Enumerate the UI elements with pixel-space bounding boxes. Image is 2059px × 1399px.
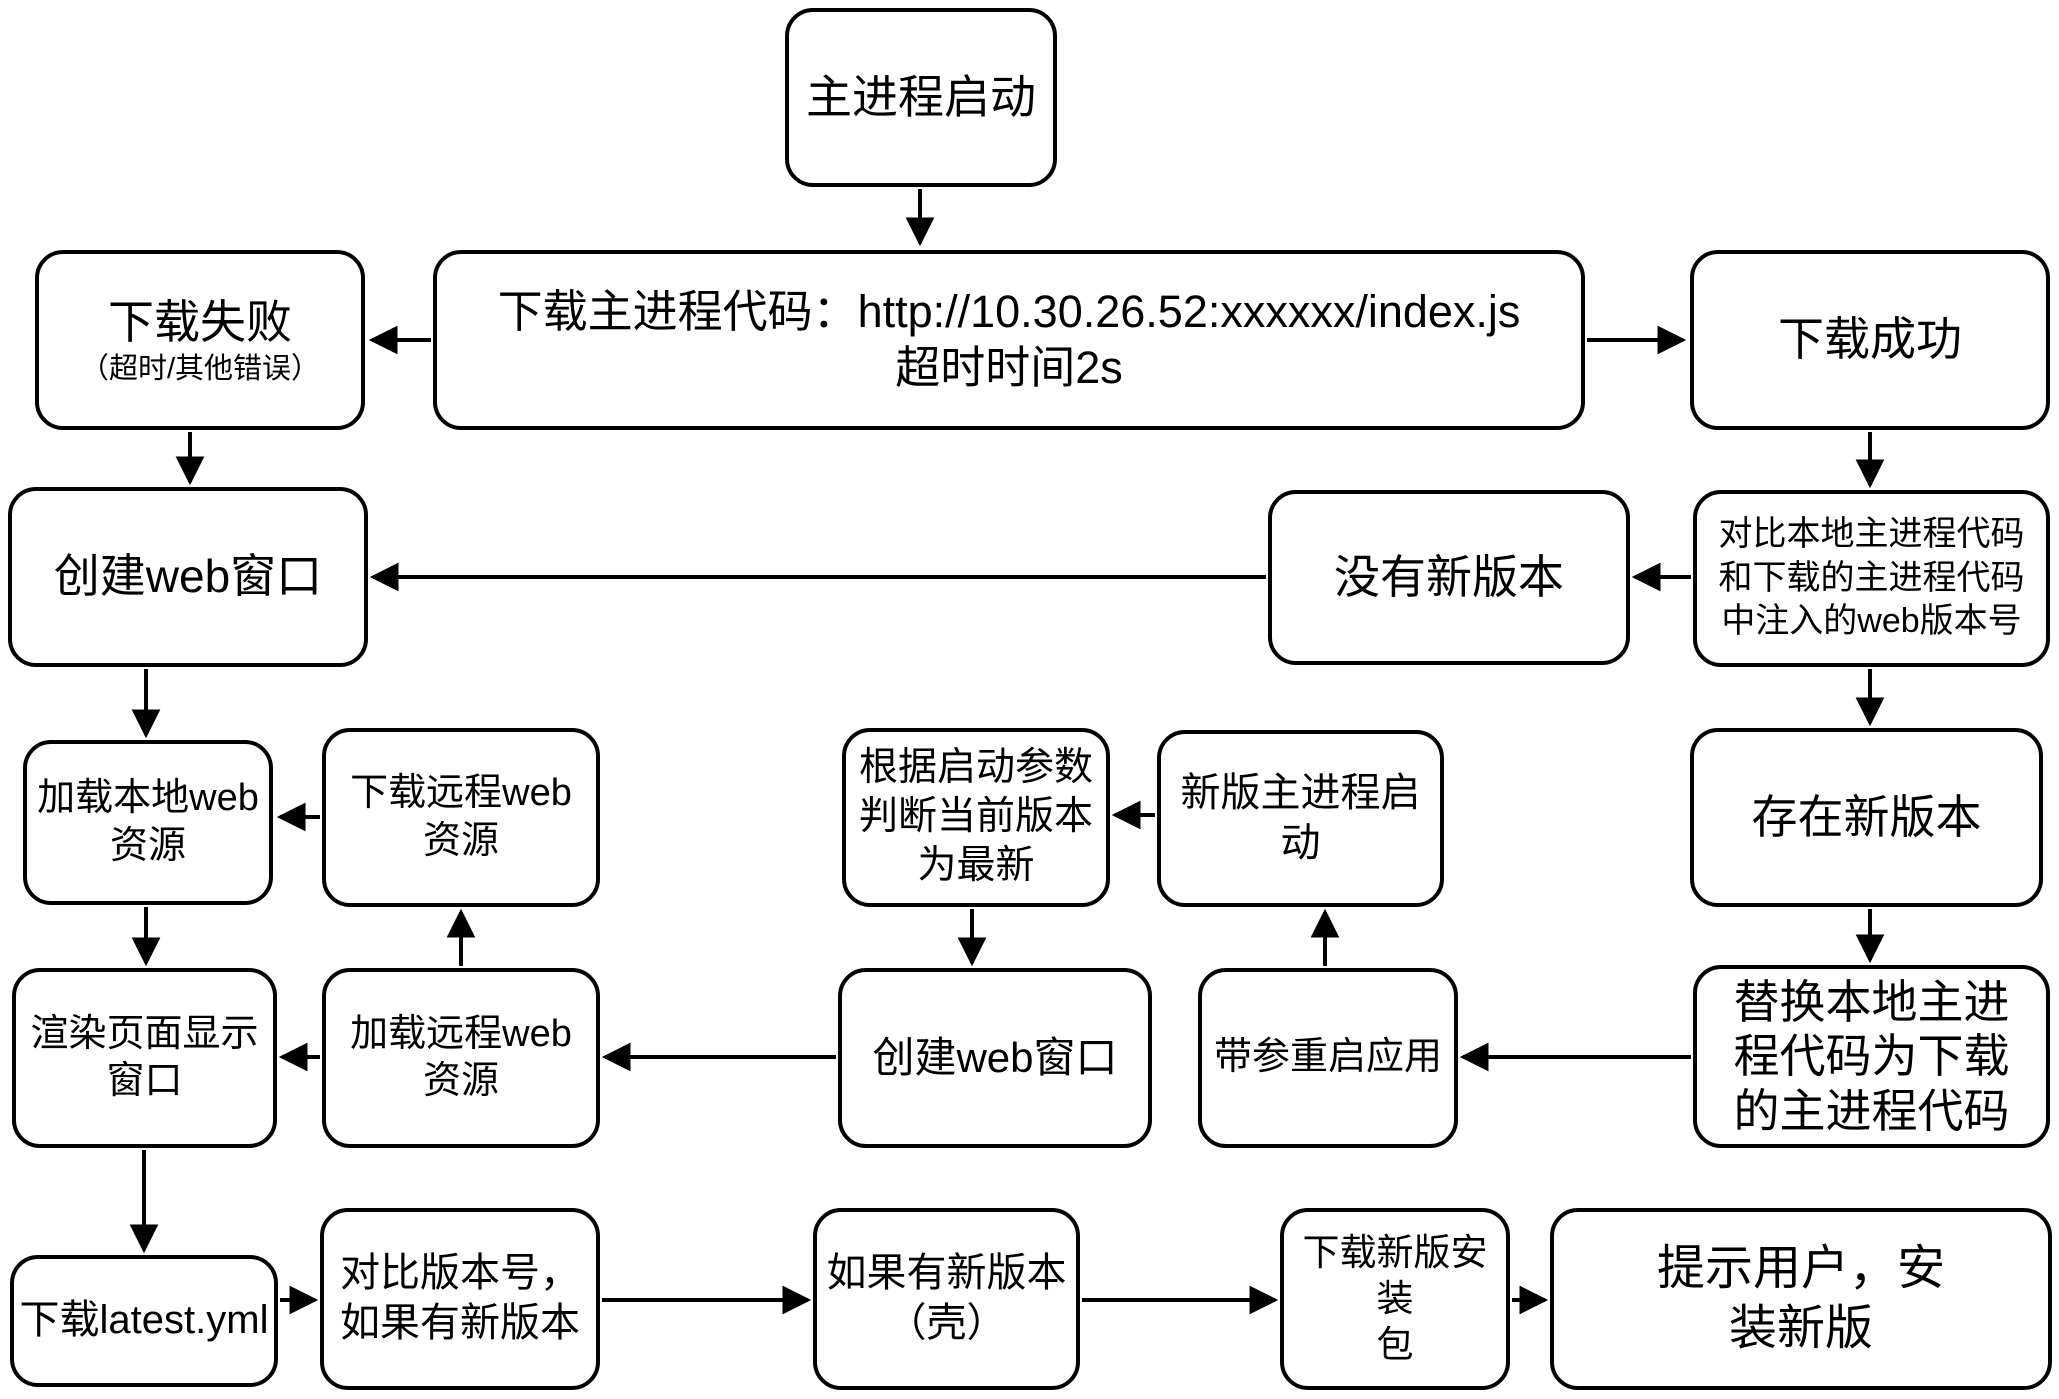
node-download-latest-yml: 下载latest.yml — [10, 1255, 278, 1387]
node-download-installer: 下载新版安装 包 — [1280, 1208, 1510, 1390]
node-load-local-web: 加载本地web 资源 — [23, 740, 273, 905]
node-create-web-window-remote: 创建web窗口 — [838, 968, 1152, 1148]
node-label: 下载失败 — [108, 295, 292, 348]
node-download-fail: 下载失败 （超时/其他错误） — [35, 250, 365, 430]
node-compare-version-number: 对比版本号， 如果有新版本 — [320, 1208, 600, 1390]
node-label: 新版主进程启 动 — [1180, 770, 1421, 865]
node-label: 根据启动参数 判断当前版本 为最新 — [858, 746, 1093, 887]
node-label: 存在新版本 — [1751, 790, 1982, 843]
node-load-remote-web: 加载远程web 资源 — [322, 968, 600, 1148]
node-judge-current-latest: 根据启动参数 判断当前版本 为最新 — [842, 728, 1110, 907]
node-main-start: 主进程启动 — [785, 8, 1057, 187]
node-new-version-exists: 存在新版本 — [1690, 728, 2043, 907]
node-no-new-version: 没有新版本 — [1268, 490, 1630, 665]
node-download-success: 下载成功 — [1690, 250, 2050, 430]
node-new-main-start: 新版主进程启 动 — [1157, 730, 1444, 907]
node-label: 渲染页面显示 窗口 — [30, 1012, 259, 1102]
node-label: 如果有新版本 （壳） — [826, 1251, 1067, 1345]
node-label: 对比本地主进程代码 和下载的主进程代码 中注入的web版本号 — [1718, 515, 2025, 641]
node-download-main-code: 下载主进程代码：http://10.30.26.52:xxxxxx/index.… — [433, 250, 1585, 430]
node-label: 下载远程web 资源 — [350, 772, 572, 862]
node-label: 提示用户，安 装新版 — [1656, 1242, 1945, 1355]
node-label: 主进程启动 — [806, 70, 1036, 123]
node-label: 下载latest.yml — [19, 1298, 269, 1343]
node-label: 没有新版本 — [1334, 550, 1564, 603]
node-label: 创建web窗口 — [872, 1033, 1118, 1081]
node-label: 创建web窗口 — [53, 550, 323, 603]
node-replace-local-code: 替换本地主进 程代码为下载 的主进程代码 — [1693, 965, 2050, 1148]
node-prompt-install: 提示用户，安 装新版 — [1550, 1208, 2052, 1390]
node-label: 加载远程web 资源 — [350, 1012, 572, 1102]
node-sublabel: （超时/其他错误） — [79, 352, 321, 385]
node-label: 下载主进程代码：http://10.30.26.52:xxxxxx/index.… — [497, 286, 1521, 393]
node-label: 下载成功 — [1778, 313, 1962, 366]
node-render-page-window: 渲染页面显示 窗口 — [12, 968, 277, 1148]
node-create-web-window-local: 创建web窗口 — [8, 487, 368, 667]
node-compare-injected-version: 对比本地主进程代码 和下载的主进程代码 中注入的web版本号 — [1693, 490, 2050, 667]
node-label: 对比版本号， 如果有新版本 — [340, 1251, 580, 1345]
node-new-version-shell: 如果有新版本 （壳） — [813, 1208, 1080, 1390]
node-restart-with-args: 带参重启应用 — [1198, 968, 1458, 1148]
node-download-remote-web: 下载远程web 资源 — [322, 728, 600, 907]
node-label: 下载新版安装 包 — [1302, 1232, 1488, 1365]
node-label: 带参重启应用 — [1213, 1036, 1442, 1079]
node-label: 加载本地web 资源 — [37, 777, 259, 867]
node-label: 替换本地主进 程代码为下载 的主进程代码 — [1733, 976, 2010, 1137]
